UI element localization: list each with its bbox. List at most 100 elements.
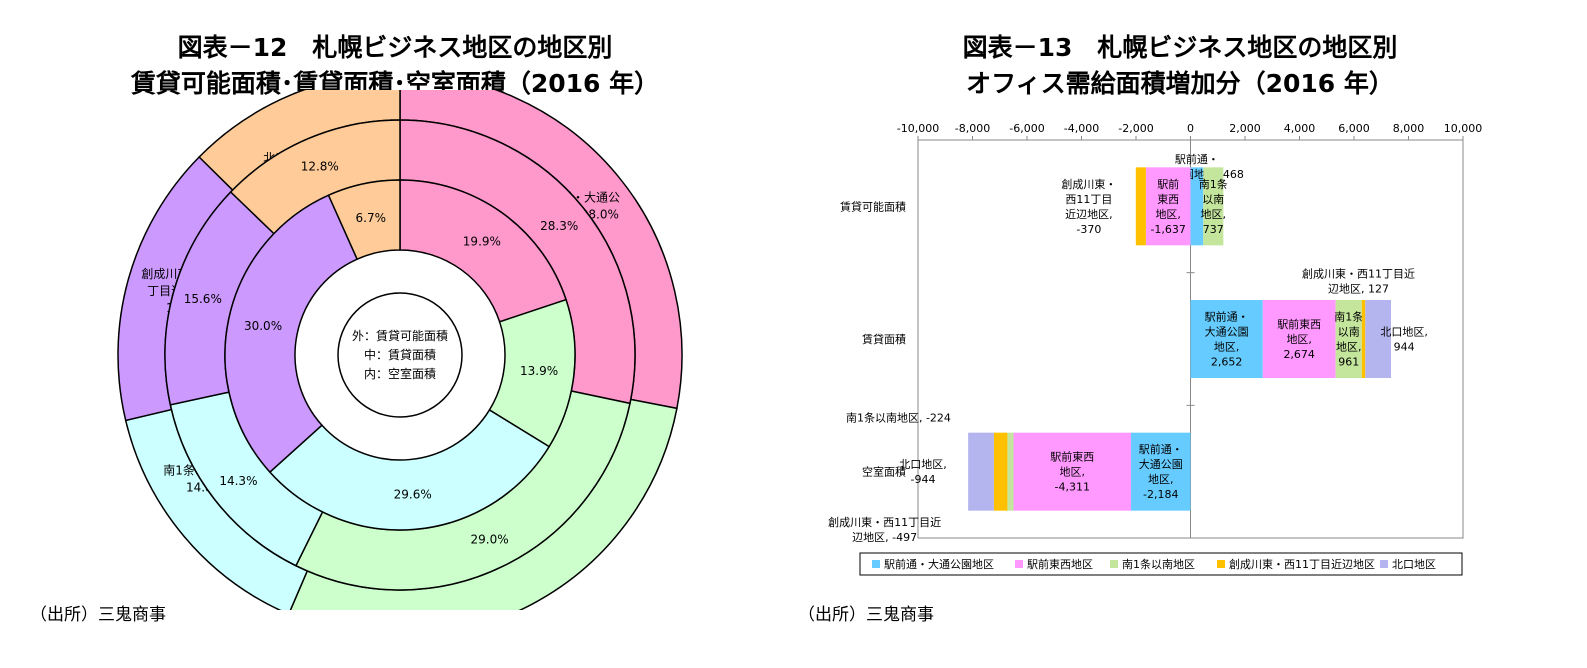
bar-label-2-2-line: 南1条以南地区, -224	[846, 411, 951, 425]
bar-label-1-0-line: 駅前通・	[1205, 310, 1249, 324]
y-category-label: 賃貸面積	[862, 332, 906, 346]
x-tick-label: -10,000	[897, 122, 939, 135]
donut-ring2-label-3: 30.0%	[244, 319, 282, 333]
legend-label-3: 創成川東・西11丁目近辺地区	[1229, 557, 1375, 571]
donut-center-note: 外：賃貸可能面積中：賃貸面積内：空室面積	[352, 328, 448, 381]
legend-swatch-1	[1015, 560, 1023, 568]
legend-swatch-2	[1110, 560, 1118, 568]
legend-swatch-4	[1380, 560, 1388, 568]
bar-label-2-1-line: -4,311	[1055, 481, 1090, 494]
bar-label-2-1-line: 駅前東西	[1050, 450, 1094, 464]
bar-label-0-1-line: 東西	[1157, 193, 1179, 206]
bar-2-3	[993, 432, 1008, 511]
legend-swatch-3	[1217, 560, 1225, 568]
legend: 駅前通・大通公園地区駅前東西地区南1条以南地区創成川東・西11丁目近辺地区北口地…	[859, 552, 1463, 576]
bar-label-1-3-line: 創成川東・西11丁目近	[1302, 267, 1415, 281]
bar-label-1-3-line: 辺地区, 127	[1328, 283, 1389, 296]
donut-ring2-label-0: 19.9%	[463, 234, 501, 248]
donut-ring2-slice-4	[327, 179, 401, 261]
bar-label-1-1-line: 駅前東西	[1277, 317, 1321, 331]
bar-label-1-2-line: 南1条	[1334, 310, 1363, 324]
y-category-label: 空室面積	[862, 465, 906, 479]
right-panel: 図表－13 札幌ビジネス地区の地区別 オフィス需給面積増加分（2016 年） -…	[790, 0, 1587, 668]
donut-ring1-label-4-line: 12.8%	[301, 159, 339, 173]
bar-label-0-1-line: 地区,	[1155, 208, 1181, 221]
legend-label-4: 北口地区	[1392, 558, 1436, 571]
donut-chart: 駅前通・大通公園地区, 28.0%駅前東西地区,28.4%南1条以南地区,14.…	[117, 90, 683, 610]
x-tick-label: 0	[1187, 122, 1194, 135]
bar-1-2	[1335, 300, 1362, 378]
donut-ring1-label-2-line: 14.3%	[219, 474, 257, 488]
donut-ring1-label-1-line: 29.0%	[471, 532, 509, 546]
donut-ring2-label-4-line: 6.7%	[356, 211, 387, 225]
legend-label-0: 駅前通・大通公園地区	[884, 557, 994, 571]
bar-label-1-4-line: 944	[1394, 341, 1415, 354]
x-tick-label: 8,000	[1393, 122, 1425, 135]
x-tick-label: 6,000	[1338, 122, 1370, 135]
donut-ring2-label-2-line: 29.6%	[394, 487, 432, 501]
bar-label-2-4-line: 北口地区,	[899, 458, 947, 471]
donut-center-note-line: 中：賃貸面積	[364, 347, 436, 362]
bar-label-0-0-line: 駅前通・	[1175, 152, 1219, 166]
bar-label-1-1-line: 2,674	[1283, 348, 1315, 361]
donut-ring2-label-0-line: 19.9%	[463, 234, 501, 248]
donut-ring2-label-4: 6.7%	[356, 211, 387, 225]
bar-label-2-0-line: 大通公園	[1139, 457, 1183, 471]
bar-label-1-2-line: 地区,	[1336, 341, 1362, 354]
bar-label-0-2-line: 南1条	[1199, 177, 1228, 191]
bar-label-1-2-line: 以南	[1338, 326, 1360, 339]
bar-2-1	[1013, 432, 1131, 511]
bar-0-1	[1145, 167, 1191, 246]
donut-ring1-label-4: 12.8%	[301, 159, 339, 173]
y-category-label: 賃貸可能面積	[840, 199, 906, 213]
donut-center-note-line: 外：賃貸可能面積	[352, 328, 448, 343]
x-tick-label: 2,000	[1229, 122, 1261, 135]
bar-label-0-2: 南1条以南地区,737	[1199, 177, 1228, 236]
x-tick-label: 4,000	[1284, 122, 1316, 135]
x-tick-label: -2,000	[1118, 122, 1153, 135]
left-panel: 図表－12 札幌ビジネス地区の地区別 賃貸可能面積･賃貸面積･空室面積（2016…	[0, 0, 790, 668]
donut-ring2-label-2: 29.6%	[394, 487, 432, 501]
x-tick-label: -6,000	[1009, 122, 1044, 135]
bar-label-0-1-line: -1,637	[1150, 223, 1185, 236]
bar-label-0-3: 創成川東・西11丁目近辺地区,-370	[1061, 177, 1116, 236]
bar-label-0-1: 駅前東西地区,-1,637	[1150, 177, 1185, 236]
bar-1-4	[1365, 300, 1392, 378]
bar-2-0	[1130, 432, 1191, 511]
bar-label-1-1-line: 地区,	[1286, 333, 1312, 346]
bar-label-1-0-line: 地区,	[1214, 341, 1240, 354]
bar-label-2-1: 駅前東西地区, -4,311	[1050, 450, 1094, 494]
bar-label-1-2-line: 961	[1338, 356, 1359, 369]
left-title-line1: 図表－12 札幌ビジネス地区の地区別	[177, 33, 613, 62]
x-tick-label: 10,000	[1444, 122, 1483, 135]
bar-1-3	[1361, 300, 1366, 378]
bar-1-1	[1262, 300, 1336, 378]
right-title-line1: 図表－13 札幌ビジネス地区の地区別	[962, 33, 1398, 62]
bar-1-0	[1190, 300, 1263, 378]
bar-label-0-3-line: 創成川東・	[1061, 177, 1116, 191]
bar-label-1-2: 南1条以南地区, 961	[1334, 310, 1363, 369]
bar-2-2	[1007, 432, 1014, 511]
bar-label-2-3: 創成川東・西11丁目近辺地区, -497	[828, 515, 941, 544]
bar-label-2-4-line: -944	[911, 473, 936, 486]
right-title-line2: オフィス需給面積増加分（2016 年）	[966, 69, 1394, 98]
donut-center-note-line: 内：空室面積	[364, 366, 436, 381]
donut-ring1-label-0-line: 28.3%	[540, 219, 578, 233]
bar-label-2-0-line: 駅前通・	[1139, 442, 1183, 456]
bar-label-2-4: 北口地区, -944	[899, 458, 947, 486]
bar-label-2-0: 駅前通・大通公園地区,-2,184	[1139, 442, 1183, 501]
bar-label-1-4: 北口地区,944	[1380, 326, 1428, 354]
x-tick-label: -4,000	[1064, 122, 1099, 135]
bar-label-2-1-line: 地区,	[1059, 466, 1085, 479]
bar-label-2-3-line: 創成川東・西11丁目近	[828, 515, 941, 529]
donut-ring1-label-0: 28.3%	[540, 219, 578, 233]
donut-ring2-label-3-line: 30.0%	[244, 319, 282, 333]
bar-label-1-3: 創成川東・西11丁目近辺地区, 127	[1302, 267, 1415, 296]
bar-label-2-3-line: 辺地区, -497	[852, 531, 917, 544]
donut-ring1-label-1: 29.0%	[471, 532, 509, 546]
bar-label-0-2-line: 地区,	[1201, 208, 1227, 221]
bar-label-2-0-line: 地区,	[1148, 473, 1174, 486]
left-chart-title: 図表－12 札幌ビジネス地区の地区別 賃貸可能面積･賃貸面積･空室面積（2016…	[0, 30, 790, 102]
bar-label-2-2: 南1条以南地区, -224	[846, 411, 951, 425]
